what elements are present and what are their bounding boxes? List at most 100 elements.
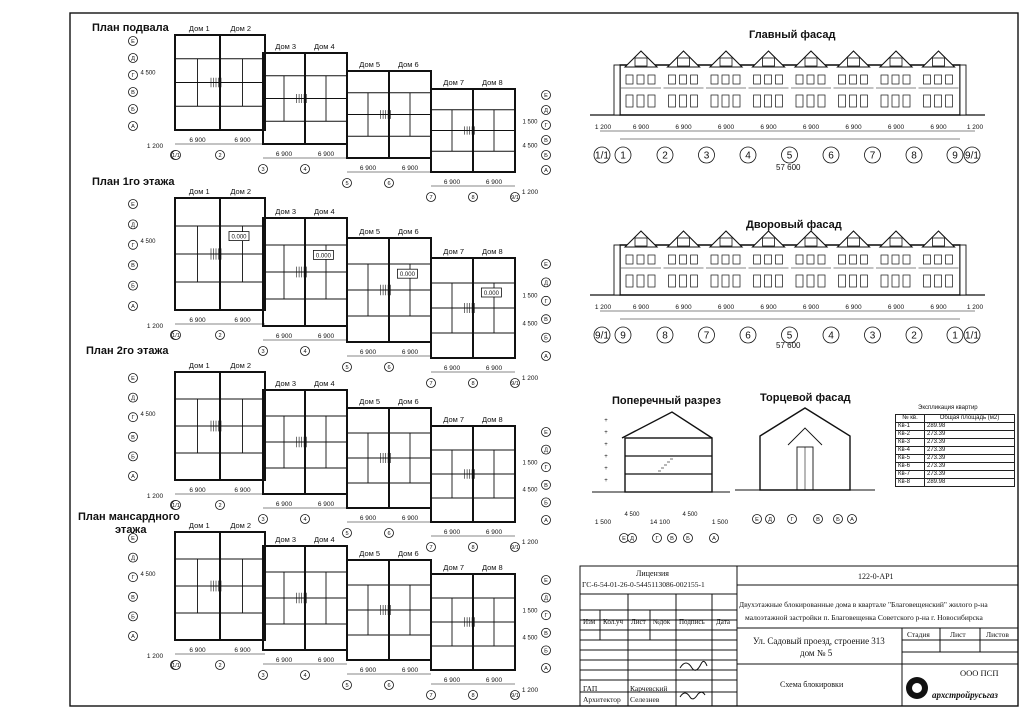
axis-letter-label: А <box>850 517 854 523</box>
axis-number <box>215 660 225 670</box>
project-description-1: Двухэтажные блокированные дома в квартал… <box>739 600 988 609</box>
dimension-label: 1 500 <box>595 519 612 526</box>
window <box>891 94 900 108</box>
window <box>923 74 931 85</box>
axis-letter-label: Г <box>790 517 793 523</box>
axis-letter-label: Е <box>622 536 626 542</box>
house-label: Дом 2 <box>230 24 251 33</box>
axis-number <box>864 146 881 164</box>
axis-letter <box>128 631 138 641</box>
axis-number-label: 5 <box>345 683 348 689</box>
axis-letter <box>813 514 823 524</box>
yard-facade-title: Дворовый фасад <box>746 219 842 231</box>
axis-letter <box>128 280 138 291</box>
dormer-window <box>719 237 733 247</box>
window <box>721 74 730 85</box>
axis-number <box>384 528 394 538</box>
window <box>934 74 942 85</box>
house-label: Дом 6 <box>398 60 419 69</box>
axis-letter <box>541 427 551 437</box>
axis-number-label: 2 <box>218 153 221 159</box>
col-izm: Изм <box>583 618 596 626</box>
main-facade-title: Главный фасад <box>749 29 836 41</box>
axis-letter <box>128 121 138 131</box>
axis-letter <box>128 260 138 271</box>
axis-letter <box>128 70 138 80</box>
window <box>902 254 911 265</box>
axis-letter-label: Б <box>131 107 135 113</box>
dimension-label: 1 200 <box>147 653 164 660</box>
dormer-gable <box>921 50 956 68</box>
axis-letter <box>541 165 551 175</box>
dimension-label: 6 900 <box>234 487 251 494</box>
window <box>679 274 687 288</box>
window <box>636 254 645 265</box>
window <box>838 74 846 85</box>
dormer-window <box>804 237 818 247</box>
axis-number-label: 6 <box>387 683 390 689</box>
dormer-window <box>634 57 648 67</box>
axis-number <box>171 150 181 160</box>
level-mark: 0.000 <box>484 291 500 297</box>
company-logo-text: архстройрусьгаз <box>932 690 998 700</box>
level-mark-cross: + <box>604 418 608 424</box>
dimension-label: 4 500 <box>624 512 640 518</box>
axis-letter-label: Д <box>544 108 548 114</box>
axis-letter-label: Б <box>131 454 135 460</box>
window <box>849 74 857 85</box>
floor1-plan-title: План 1го этажа <box>92 176 175 188</box>
window <box>902 94 911 108</box>
house-label: Дом 3 <box>275 379 296 388</box>
facade-body <box>619 64 961 116</box>
house-label: Дом 2 <box>230 187 251 196</box>
window <box>753 254 761 265</box>
sheet-label: Лист <box>950 630 966 639</box>
window <box>945 94 953 108</box>
dimension-label: 6 900 <box>486 179 503 186</box>
window <box>668 274 676 288</box>
house-label: Дом 1 <box>189 361 210 370</box>
dimension-label: 4 500 <box>140 572 156 578</box>
axis-number-label: 7 <box>429 195 432 201</box>
axis-number <box>171 500 181 510</box>
dimension-label: 6 900 <box>360 349 377 356</box>
axis-letter-label: Г <box>655 536 658 542</box>
axis-letter-label: Б <box>544 336 548 342</box>
axis-number <box>781 146 798 164</box>
axis-letter-label: А <box>131 124 135 130</box>
axis-letter-label: Е <box>131 376 135 382</box>
window <box>934 254 942 265</box>
axis-number-label: 6 <box>828 151 834 162</box>
axis-letter <box>541 90 551 100</box>
axis-letter-label: Г <box>131 243 134 249</box>
dimension-label: 1 200 <box>522 687 539 694</box>
axis-number <box>614 146 632 164</box>
axis-letter-label: Е <box>544 93 548 99</box>
house-label: Дом 6 <box>398 549 419 558</box>
level-box <box>312 249 334 260</box>
axis-number-label: 8 <box>471 693 474 699</box>
cell: 273.39 <box>924 470 1015 479</box>
axis-letter <box>128 451 138 462</box>
dimension-label: 1 200 <box>522 539 539 546</box>
axis-number <box>300 164 310 174</box>
window <box>647 274 656 288</box>
dimension-label: 1 500 <box>522 460 538 466</box>
house-label: Дом 5 <box>359 397 380 406</box>
axis-letter <box>541 627 551 638</box>
level-mark: 0.000 <box>231 235 247 241</box>
side-pilaster <box>613 244 621 296</box>
level-box <box>480 287 502 298</box>
axis-letter <box>541 645 551 656</box>
axis-number-label: 3 <box>261 167 264 173</box>
house-label: Дом 3 <box>275 535 296 544</box>
axis-number-label: 3 <box>261 673 264 679</box>
axis-letter-label: Е <box>131 202 135 208</box>
axis-number-label: 5 <box>345 365 348 371</box>
axis-letter-label: Б <box>131 614 135 620</box>
col-ndok: №док <box>653 618 671 626</box>
axis-letter-label: Б <box>686 536 690 542</box>
